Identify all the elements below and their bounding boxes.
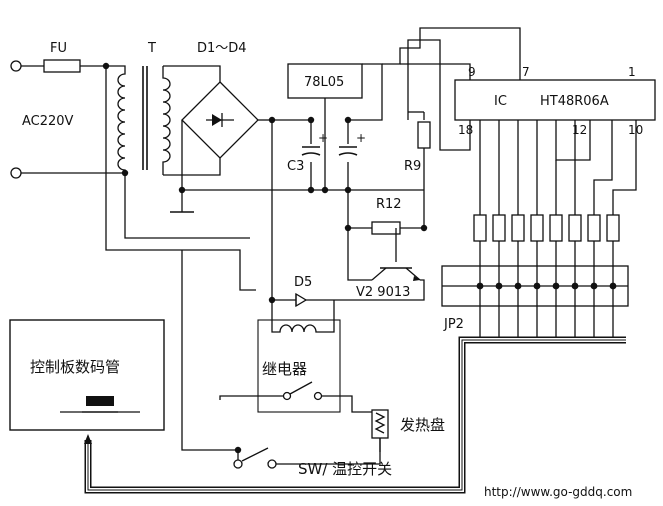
ic-label: IC (494, 94, 507, 109)
pin9-label: 9 (468, 65, 476, 79)
transistor-v2: V2 9013 (347, 228, 425, 301)
heater: 发热盘 (371, 409, 445, 439)
relay-label: 继电器 (262, 360, 307, 378)
switch-label: SW/ 温控开关 (298, 460, 392, 478)
d5-label: D5 (294, 275, 312, 290)
pin12-label: 12 (572, 123, 587, 137)
jp2-connector: JP2 (441, 265, 629, 332)
v2-label: V2 9013 (356, 285, 410, 300)
ic-ht48r06a: IC HT48R06A 9 7 1 18 12 10 (454, 65, 656, 137)
ic-part-label: HT48R06A (540, 94, 609, 109)
r12-label: R12 (376, 197, 402, 212)
pin1-label: 1 (628, 65, 636, 79)
regulator-78l05: 78L05 + C3 + (272, 63, 383, 194)
fuse (43, 59, 81, 73)
jp2-label: JP2 (443, 317, 464, 332)
transformer: T (102, 41, 171, 177)
diode-d5: D5 (272, 275, 348, 308)
c4-plus: + (356, 131, 366, 145)
panel-label: 控制板数码管 (30, 358, 120, 376)
ac-terminal-bottom (10, 167, 22, 179)
thermostat-switch: SW/ 温控开关 (181, 250, 392, 478)
resistor-array (473, 120, 637, 340)
pin7-label: 7 (522, 65, 530, 79)
ac-input: FU AC220V (10, 41, 125, 179)
bridge-label: D1～D4 (197, 41, 247, 56)
pin18-label: 18 (458, 123, 473, 137)
source-url: http://www.go-gddq.com (484, 485, 632, 499)
heater-label: 发热盘 (400, 416, 445, 434)
ac220v-label: AC220V (22, 114, 74, 129)
control-panel: 控制板数码管 (9, 319, 165, 431)
ribbon-cable (84, 336, 626, 494)
regulator-label: 78L05 (304, 75, 344, 90)
c3-plus: + (318, 131, 328, 145)
relay: 继电器 (257, 300, 341, 413)
fuse-label: FU (50, 41, 67, 56)
r9-label: R9 (404, 159, 421, 174)
bridge-rectifier: D1～D4 (163, 41, 276, 213)
c3-label: C3 (287, 159, 304, 174)
ac-terminal-top (10, 60, 22, 72)
r9 (417, 121, 431, 149)
transformer-label: T (147, 41, 156, 56)
r12: R12 (344, 190, 428, 276)
